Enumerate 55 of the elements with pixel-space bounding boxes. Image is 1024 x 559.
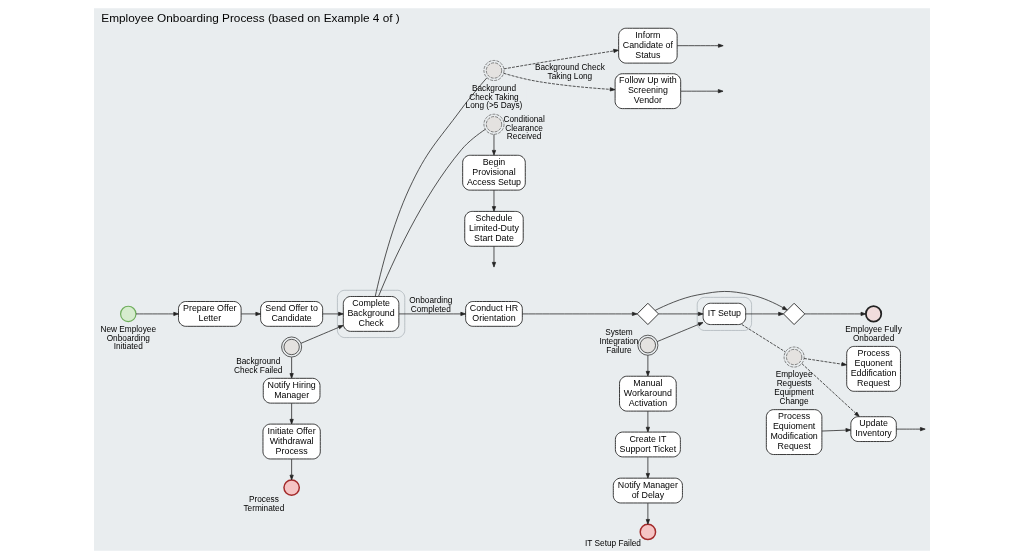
arrow <box>804 311 867 316</box>
arrow <box>676 43 724 48</box>
arrow <box>658 311 704 316</box>
arrow <box>896 427 926 432</box>
node-box: Notify Manager of Delay <box>612 477 683 504</box>
node-box: Inform Candidate of Status <box>618 27 678 64</box>
arrow <box>645 456 650 479</box>
arrow <box>522 311 638 316</box>
node-circle <box>283 479 301 497</box>
arrow <box>322 311 344 316</box>
arrow <box>656 322 704 342</box>
diagram-title: Employee Onboarding Process (based on Example 4 of ) <box>101 11 400 26</box>
connector <box>374 77 488 297</box>
arrow <box>645 354 650 377</box>
arrow <box>135 311 179 316</box>
arrow <box>289 402 294 425</box>
node-box: Initiate Offer Withdrawal Process <box>262 423 321 460</box>
arrow <box>240 311 261 316</box>
node-box: IT Setup <box>702 302 747 325</box>
arrow <box>645 410 650 433</box>
node-box: Follow Up with Screening Vendor <box>614 73 682 110</box>
node-box: Prepare Offer Letter <box>178 301 242 327</box>
arrow <box>491 245 496 268</box>
node-box: Complete Background Check <box>342 296 400 332</box>
node-box: Conduct HR Orientation <box>465 301 523 327</box>
arrow <box>745 311 784 316</box>
node-box: Notify Hiring Manager <box>262 377 321 404</box>
arrow <box>289 458 294 481</box>
arrow <box>821 428 852 433</box>
node-diamond <box>636 302 659 325</box>
arrow <box>491 134 496 156</box>
arrow <box>503 48 619 70</box>
node-box: Begin Provisional Access Setup <box>462 154 526 191</box>
arrow <box>300 325 344 344</box>
node-box: Create IT Support Ticket <box>614 431 681 458</box>
arrow <box>503 72 616 92</box>
node-box: Schedule Limited-Duty Start Date <box>464 210 524 247</box>
arrow <box>645 502 650 525</box>
arrow <box>680 89 724 94</box>
node-box: Manual Workaround Activation <box>619 375 677 412</box>
connector <box>741 324 786 353</box>
arrow <box>654 291 788 311</box>
arrow <box>398 311 466 316</box>
node-circle <box>120 305 137 323</box>
node-box: Process Equioment Modification Request <box>765 409 823 455</box>
arrow <box>801 363 860 417</box>
arrow <box>803 358 847 367</box>
node-box: Process Equonent Eddification Request <box>846 345 901 392</box>
node-box: Update Inventory <box>850 416 897 442</box>
arrow <box>491 189 496 212</box>
arrow <box>289 356 294 379</box>
connector <box>378 128 486 297</box>
node-circle <box>639 523 657 541</box>
node-box: Send Offer to Candidate <box>260 301 324 327</box>
node-circle <box>865 305 883 323</box>
